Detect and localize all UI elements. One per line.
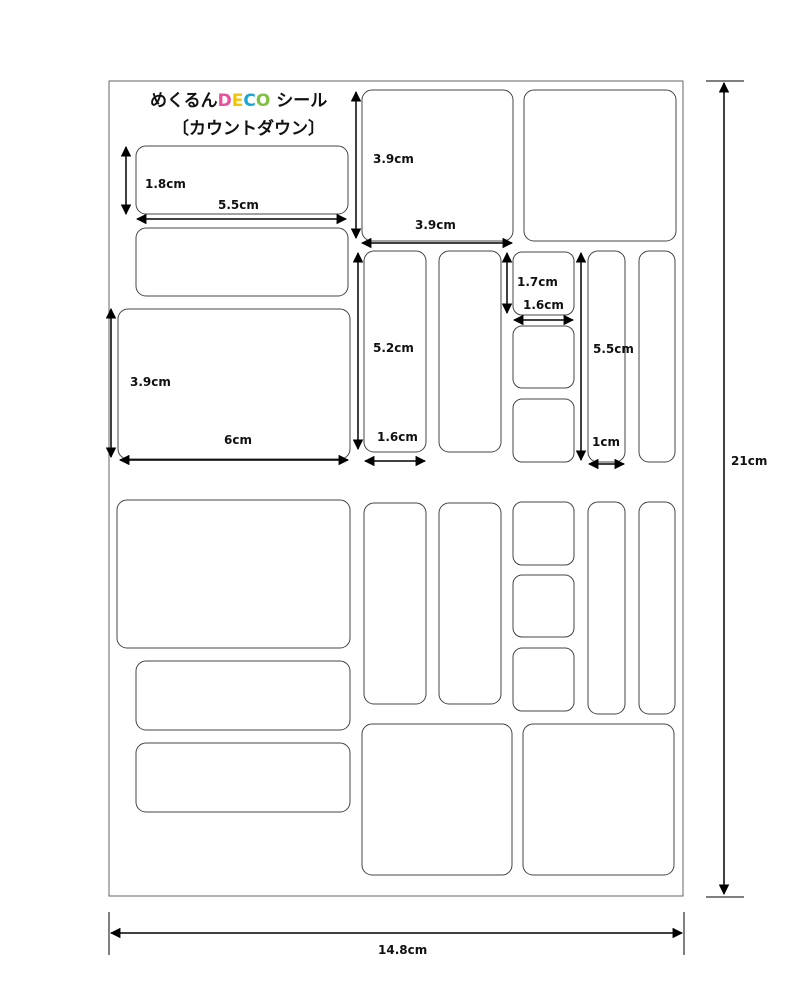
sticker-small-rect-2	[135, 227, 349, 297]
label-small-rect-width: 5.5cm	[218, 198, 259, 212]
label-square-height: 3.9cm	[373, 152, 414, 166]
label-narrow-width: 1cm	[592, 435, 620, 449]
label-mini-square-height: 1.7cm	[517, 275, 558, 289]
sticker-narrow-3	[587, 501, 626, 715]
product-title: めくるんDECO シール	[150, 91, 327, 111]
sticker-large-rect-2	[116, 499, 351, 649]
sticker-mini-square-6	[512, 647, 575, 712]
sticker-small-rect-3	[135, 660, 351, 731]
label-total-height: 21cm	[731, 454, 767, 468]
sticker-narrow-4	[638, 501, 676, 715]
sticker-mini-square-4	[512, 501, 575, 566]
product-subtitle: 〔カウントダウン〕	[172, 118, 325, 139]
sticker-tall-1	[363, 250, 427, 453]
sticker-square-2	[523, 89, 677, 242]
dimension-arrows	[105, 80, 744, 955]
label-narrow-height: 5.5cm	[593, 342, 634, 356]
label-small-rect-height: 1.8cm	[145, 177, 186, 191]
label-total-width: 14.8cm	[378, 943, 427, 957]
sticker-square-3	[361, 723, 513, 876]
sticker-small-rect-4	[135, 742, 351, 813]
sticker-narrow-1	[587, 250, 626, 463]
sticker-tall-2	[438, 250, 502, 453]
deco-letter-e: E	[232, 91, 244, 111]
sticker-square-4	[522, 723, 675, 876]
label-mini-square-width: 1.6cm	[523, 298, 564, 312]
deco-letter-o: O	[256, 91, 270, 111]
sticker-narrow-2	[638, 250, 676, 463]
label-large-rect-height: 3.9cm	[130, 375, 171, 389]
label-large-rect-width: 6cm	[224, 433, 252, 447]
deco-letter-c: C	[243, 91, 255, 111]
sticker-mini-square-5	[512, 574, 575, 638]
sticker-mini-square-2	[512, 325, 575, 389]
sticker-tall-4	[438, 502, 502, 705]
deco-letter-d: D	[218, 91, 232, 111]
sheet-outline	[108, 80, 684, 897]
label-tall-width: 1.6cm	[377, 430, 418, 444]
label-tall-height: 5.2cm	[373, 341, 414, 355]
label-square-width: 3.9cm	[415, 218, 456, 232]
sticker-mini-square-3	[512, 398, 575, 463]
sticker-tall-3	[363, 502, 427, 705]
